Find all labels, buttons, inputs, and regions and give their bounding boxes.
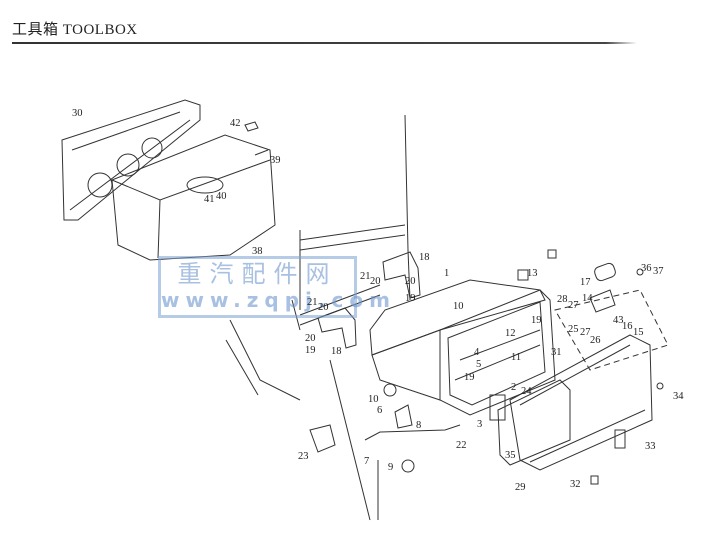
watermark: 重汽配件网 www.zqpj.com — [158, 256, 396, 318]
part-label: 39 — [270, 155, 281, 166]
part-label: 17 — [580, 277, 591, 288]
part-label: 32 — [570, 479, 581, 490]
part-label: 25 — [568, 324, 579, 335]
part-label: 23 — [298, 451, 309, 462]
part-label: 22 — [456, 440, 467, 451]
part-label: 18 — [419, 252, 430, 263]
hinge-assembly — [554, 262, 669, 371]
part-label: 7 — [364, 456, 370, 467]
part-label: 20 — [318, 302, 329, 313]
part-label: 6 — [377, 405, 383, 416]
part-label: 10 — [368, 394, 379, 405]
part-label: 30 — [72, 108, 83, 119]
toolbox-body-38 — [111, 121, 276, 261]
part-label: 14 — [582, 293, 593, 304]
part-label: 36 — [641, 263, 652, 274]
part-label: 16 — [622, 321, 633, 332]
part-label: 21 — [307, 297, 318, 308]
part-label: 13 — [527, 268, 538, 279]
part-label: 2 — [511, 382, 517, 393]
part-label: 21 — [360, 271, 371, 282]
part-label: 18 — [331, 346, 342, 357]
part-label: 40 — [216, 191, 227, 202]
part-label: 38 — [252, 246, 263, 257]
part-label: 15 — [633, 327, 644, 338]
toolbox-frame-30 — [61, 99, 201, 221]
part-label: 19 — [305, 345, 316, 356]
part-label: 19 — [531, 315, 542, 326]
part-label: 35 — [505, 450, 516, 461]
part-label: 20 — [305, 333, 316, 344]
part-label: 26 — [590, 335, 601, 346]
part-label: 19 — [405, 293, 416, 304]
part-label: 41 — [204, 194, 215, 205]
part-label: 1 — [444, 268, 450, 279]
part-label: 42 — [230, 118, 241, 129]
part-label: 19 — [464, 372, 475, 383]
part-label: 20 — [370, 276, 381, 287]
page-title: 工具箱 TOOLBOX — [12, 22, 138, 38]
part-label: 33 — [645, 441, 656, 452]
part-label: 29 — [515, 482, 526, 493]
part-label: 8 — [416, 420, 422, 431]
part-label: 12 — [505, 328, 516, 339]
part-label: 34 — [673, 391, 684, 402]
part-label: 31 — [551, 347, 562, 358]
small-parts — [309, 249, 664, 520]
part-label: 11 — [511, 352, 522, 363]
toolbox-lid-29 — [497, 334, 653, 471]
part-label: 20 — [405, 276, 416, 287]
part-label: 9 — [388, 462, 394, 473]
part-label: 28 — [557, 294, 568, 305]
part-label: 27 — [568, 300, 579, 311]
title-underline — [12, 42, 637, 44]
part-label: 37 — [653, 266, 664, 277]
part-label: 3 — [477, 419, 483, 430]
part-label: 27 — [580, 327, 591, 338]
part-label: 24 — [521, 386, 532, 397]
watermark-chinese: 重汽配件网 — [177, 260, 338, 288]
part-label: 5 — [476, 359, 482, 370]
toolbox-body-1 — [369, 279, 556, 416]
watermark-url: www.zqpj.com — [161, 288, 396, 312]
part-label: 43 — [613, 315, 624, 326]
part-label: 10 — [453, 301, 464, 312]
part-label: 4 — [474, 347, 480, 358]
brackets-18 — [299, 251, 421, 349]
